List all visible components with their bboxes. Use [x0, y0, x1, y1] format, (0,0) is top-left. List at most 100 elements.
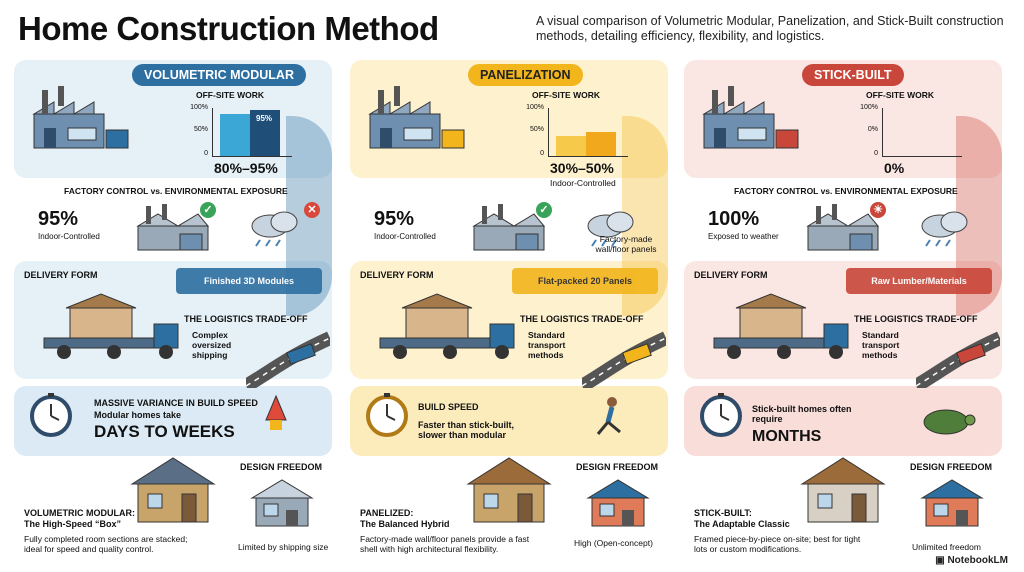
- summary-title: PANELIZED:: [360, 508, 414, 518]
- stopwatch-icon: [28, 392, 74, 438]
- plant-icon: [132, 204, 222, 252]
- delivery-truck-icon: [704, 288, 854, 366]
- factory-illustration-icon: [694, 84, 804, 156]
- brand-label: ▣ NotebookLM: [935, 555, 1008, 566]
- delivery-title: DELIVERY FORM: [360, 270, 434, 280]
- factory-control-label: Exposed to weather: [708, 232, 779, 241]
- offsite-bar-dark: [586, 132, 616, 156]
- summary-subtitle: The High-Speed “Box”: [24, 519, 122, 529]
- speed-title: BUILD SPEED: [418, 402, 479, 412]
- design-house-icon: [916, 476, 988, 528]
- design-title: DESIGN FREEDOM: [240, 462, 323, 472]
- factory-side-label: Factory-made wall/floor panels: [595, 234, 657, 254]
- factory-control-pct: 100%: [708, 208, 760, 230]
- logistics-text: Complex oversized shipping: [192, 330, 232, 360]
- offsite-chart: 100%50%0: [522, 104, 632, 162]
- speed-subtitle: Stick-built homes often require: [752, 404, 852, 424]
- y-axis: [548, 108, 549, 156]
- offsite-title: OFF-SITE WORK: [866, 90, 934, 100]
- logistics-title: THE LOGISTICS TRADE-OFF: [184, 314, 308, 324]
- offsite-title: OFF-SITE WORK: [532, 90, 600, 100]
- logistics-text: Standard transport methods: [862, 330, 900, 360]
- offsite-bar-light: [556, 136, 586, 156]
- highway-truck-icon: [578, 328, 669, 393]
- delivery-tag: Flat-packed 20 Panels: [512, 268, 658, 294]
- plant-icon: [468, 204, 558, 252]
- factory-control-pct: 95%: [38, 208, 79, 230]
- speed-big: DAYS TO WEEKS: [94, 422, 235, 441]
- design-text: Unlimited freedom: [912, 542, 981, 552]
- speed-subtitle: Modular homes take: [94, 410, 182, 420]
- status-check-icon: ✓: [536, 202, 552, 218]
- house-icon: [460, 454, 560, 526]
- delivery-truck-icon: [370, 288, 520, 366]
- factory-illustration-icon: [24, 84, 134, 156]
- y-axis: [882, 108, 883, 156]
- summary-title: STICK-BUILT:: [694, 508, 752, 518]
- speed-subtitle: Faster than stick-built, slower than mod…: [418, 420, 515, 440]
- page-title: Home Construction Method: [18, 10, 439, 47]
- weather-cloud-icon: [916, 206, 978, 248]
- factory-illustration-icon: [360, 84, 470, 156]
- method-header: STICK-BUILT: [802, 64, 904, 86]
- method-header: PANELIZATION: [468, 64, 583, 86]
- offsite-tick-label: 0: [204, 150, 208, 157]
- offsite-range: 30%–50%: [550, 160, 614, 176]
- highway-truck-icon: [912, 328, 1003, 393]
- offsite-bar-label: 95%: [256, 114, 273, 123]
- logistics-title: THE LOGISTICS TRADE-OFF: [520, 314, 644, 324]
- status-check-icon: ✓: [200, 202, 216, 218]
- status-x-icon: ✕: [304, 202, 320, 218]
- factory-control-pct: 95%: [374, 208, 415, 230]
- design-house-icon: [246, 476, 318, 528]
- delivery-truck-icon: [34, 288, 184, 366]
- offsite-tick-label: 100%: [860, 104, 878, 111]
- factory-control-label: Indoor-Controlled: [38, 232, 100, 241]
- summary-text: Framed piece-by-piece on-site; best for …: [694, 534, 861, 554]
- summary-subtitle: The Balanced Hybrid: [360, 519, 450, 529]
- offsite-tick-label: 0: [540, 150, 544, 157]
- house-icon: [124, 454, 224, 526]
- factory-control-label: Indoor-Controlled: [374, 232, 436, 241]
- offsite-range: 0%: [884, 160, 905, 176]
- delivery-tag: Finished 3D Modules: [176, 268, 322, 294]
- design-title: DESIGN FREEDOM: [910, 462, 993, 472]
- summary-subtitle: The Adaptable Classic: [694, 519, 790, 529]
- offsite-title: OFF-SITE WORK: [196, 90, 264, 100]
- summary-title: VOLUMETRIC MODULAR:: [24, 508, 135, 518]
- y-axis: [212, 108, 213, 156]
- speed-big: MONTHS: [752, 428, 822, 445]
- highway-truck-icon: [242, 328, 333, 393]
- design-text: High (Open-concept): [574, 538, 653, 548]
- weather-cloud-icon: [246, 206, 308, 248]
- factory-control-title: FACTORY CONTROL vs. ENVIRONMENTAL EXPOSU…: [734, 186, 958, 196]
- stopwatch-icon: [364, 392, 410, 438]
- delivery-tag: Raw Lumber/Materials: [846, 268, 992, 294]
- offsite-bar-light: [220, 114, 250, 156]
- house-icon: [794, 454, 894, 526]
- design-title: DESIGN FREEDOM: [576, 462, 659, 472]
- design-house-icon: [582, 476, 654, 528]
- plant-icon: [802, 204, 892, 252]
- factory-control-title: FACTORY CONTROL vs. ENVIRONMENTAL EXPOSU…: [64, 186, 288, 196]
- page-subtitle: A visual comparison of Volumetric Modula…: [536, 14, 1004, 43]
- speed-title: MASSIVE VARIANCE IN BUILD SPEED: [94, 398, 258, 408]
- status-check-icon: ☀: [870, 202, 886, 218]
- notebook-icon: ▣: [935, 555, 948, 566]
- stopwatch-icon: [698, 392, 744, 438]
- offsite-note: Indoor-Controlled: [550, 178, 616, 188]
- offsite-tick-label: 100%: [190, 104, 208, 111]
- weather-cloud-icon: [582, 206, 644, 248]
- speed-mascot-icon: [916, 394, 976, 440]
- offsite-tick-label: 50%: [529, 126, 544, 133]
- x-axis: [548, 156, 628, 157]
- x-axis: [882, 156, 962, 157]
- summary-text: Factory-made wall/floor panels provide a…: [360, 534, 530, 554]
- x-axis: [212, 156, 292, 157]
- offsite-bar-dark: [250, 110, 280, 156]
- delivery-title: DELIVERY FORM: [694, 270, 768, 280]
- speed-mascot-icon: [246, 394, 306, 440]
- delivery-title: DELIVERY FORM: [24, 270, 98, 280]
